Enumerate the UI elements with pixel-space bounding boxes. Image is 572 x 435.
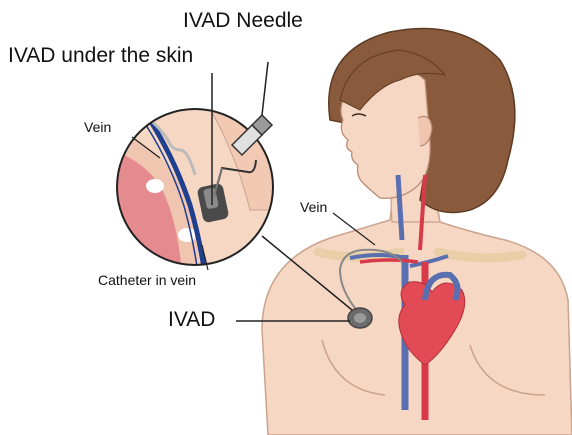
ivad-needle-hub <box>232 62 272 155</box>
label-vein-body: Vein <box>300 199 327 215</box>
subclavian-artery <box>360 260 418 262</box>
label-catheter-in-vein: Catheter in vein <box>98 272 196 288</box>
label-vein-inset: Vein <box>84 119 111 135</box>
label-ivad-under-skin: IVAD under the skin <box>8 44 193 68</box>
label-ivad: IVAD <box>168 308 215 332</box>
ivad-port-septum <box>354 313 366 323</box>
label-ivad-needle: IVAD Needle <box>183 9 303 33</box>
